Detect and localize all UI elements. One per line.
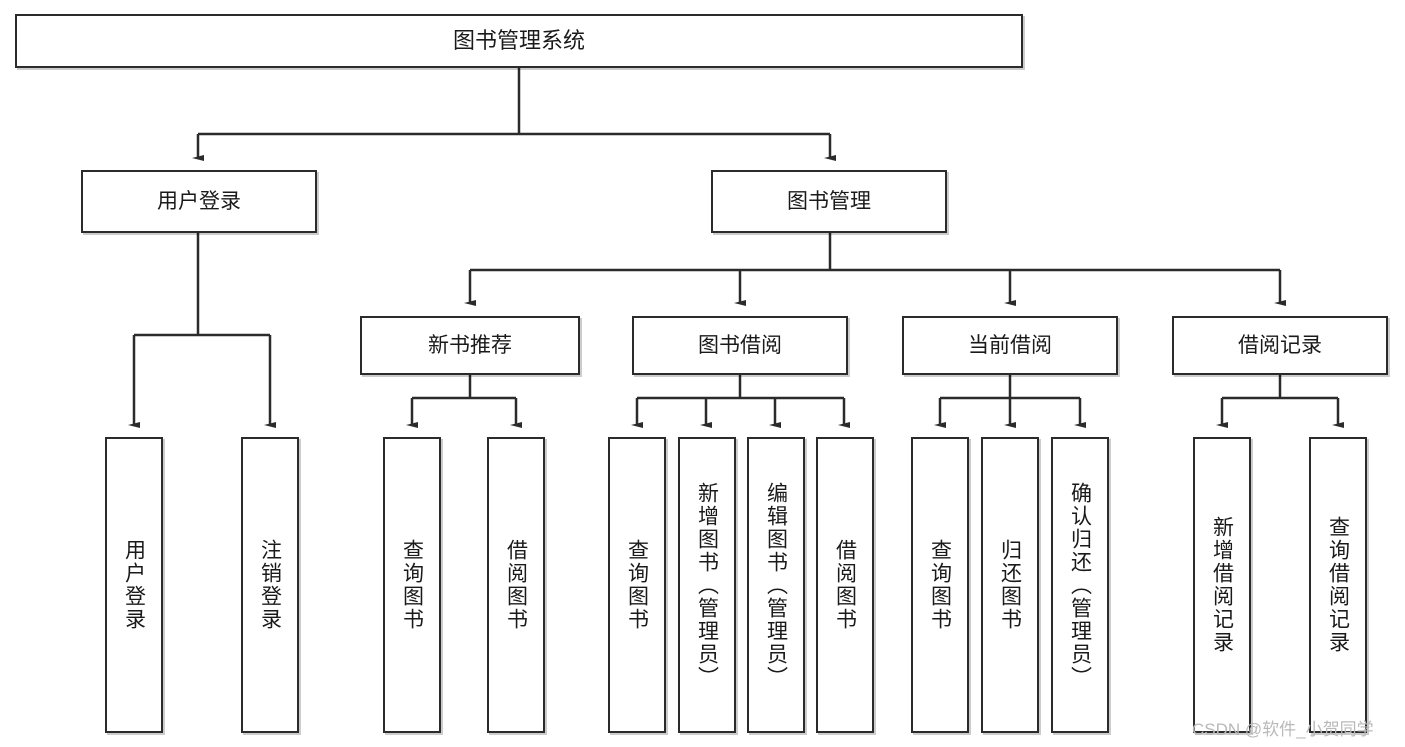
node-label: 查询借阅记录: [1326, 516, 1350, 654]
node-label: 借阅图书: [833, 539, 857, 631]
node-label: 新增借阅记录: [1210, 516, 1234, 654]
leaf-current-borrow-confirm-return-admin[interactable]: 确认归还（管理员）: [1051, 437, 1109, 733]
leaf-book-borrow-add-book-admin[interactable]: 新增图书（管理员）: [678, 437, 736, 733]
node-new-book-recommendation[interactable]: 新书推荐: [360, 316, 580, 375]
node-root-book-management-system[interactable]: 图书管理系统: [15, 14, 1023, 68]
node-borrow-record[interactable]: 借阅记录: [1172, 316, 1388, 375]
node-label: 编辑图书（管理员）: [764, 481, 788, 689]
leaf-user-login-login[interactable]: 用户登录: [105, 437, 163, 733]
node-label: 新书推荐: [428, 333, 512, 357]
node-label: 查询图书: [928, 539, 952, 631]
leaf-new-book-rec-query-book[interactable]: 查询图书: [383, 437, 441, 733]
node-book-borrow[interactable]: 图书借阅: [632, 316, 848, 375]
node-label: 新增图书（管理员）: [695, 481, 719, 689]
leaf-current-borrow-query-book[interactable]: 查询图书: [911, 437, 969, 733]
node-label: 查询图书: [625, 539, 649, 631]
node-label: 注销登录: [258, 539, 282, 631]
leaf-book-borrow-edit-book-admin[interactable]: 编辑图书（管理员）: [747, 437, 805, 733]
leaf-current-borrow-return-book[interactable]: 归还图书: [981, 437, 1039, 733]
node-label: 用户登录: [157, 189, 241, 213]
node-label: 归还图书: [998, 539, 1022, 631]
leaf-book-borrow-query-book[interactable]: 查询图书: [608, 437, 666, 733]
node-label: 查询图书: [400, 539, 424, 631]
leaf-borrow-record-add-record[interactable]: 新增借阅记录: [1193, 437, 1251, 733]
leaf-borrow-record-query-record[interactable]: 查询借阅记录: [1309, 437, 1367, 733]
leaf-new-book-rec-borrow-book[interactable]: 借阅图书: [487, 437, 545, 733]
node-label: 图书借阅: [698, 333, 782, 357]
node-label: 确认归还（管理员）: [1068, 481, 1092, 689]
connector-lines: [128, 68, 1344, 428]
node-book-management[interactable]: 图书管理: [711, 170, 947, 233]
node-label: 当前借阅: [968, 333, 1052, 357]
leaf-user-login-logout[interactable]: 注销登录: [241, 437, 299, 733]
node-current-borrow[interactable]: 当前借阅: [902, 316, 1118, 375]
node-label: 图书管理系统: [452, 27, 585, 53]
node-label: 借阅图书: [504, 539, 528, 631]
node-user-login[interactable]: 用户登录: [81, 170, 317, 233]
node-label: 借阅记录: [1238, 333, 1322, 357]
leaf-book-borrow-borrow-book[interactable]: 借阅图书: [816, 437, 874, 733]
node-label: 用户登录: [122, 539, 146, 631]
node-label: 图书管理: [787, 189, 871, 213]
